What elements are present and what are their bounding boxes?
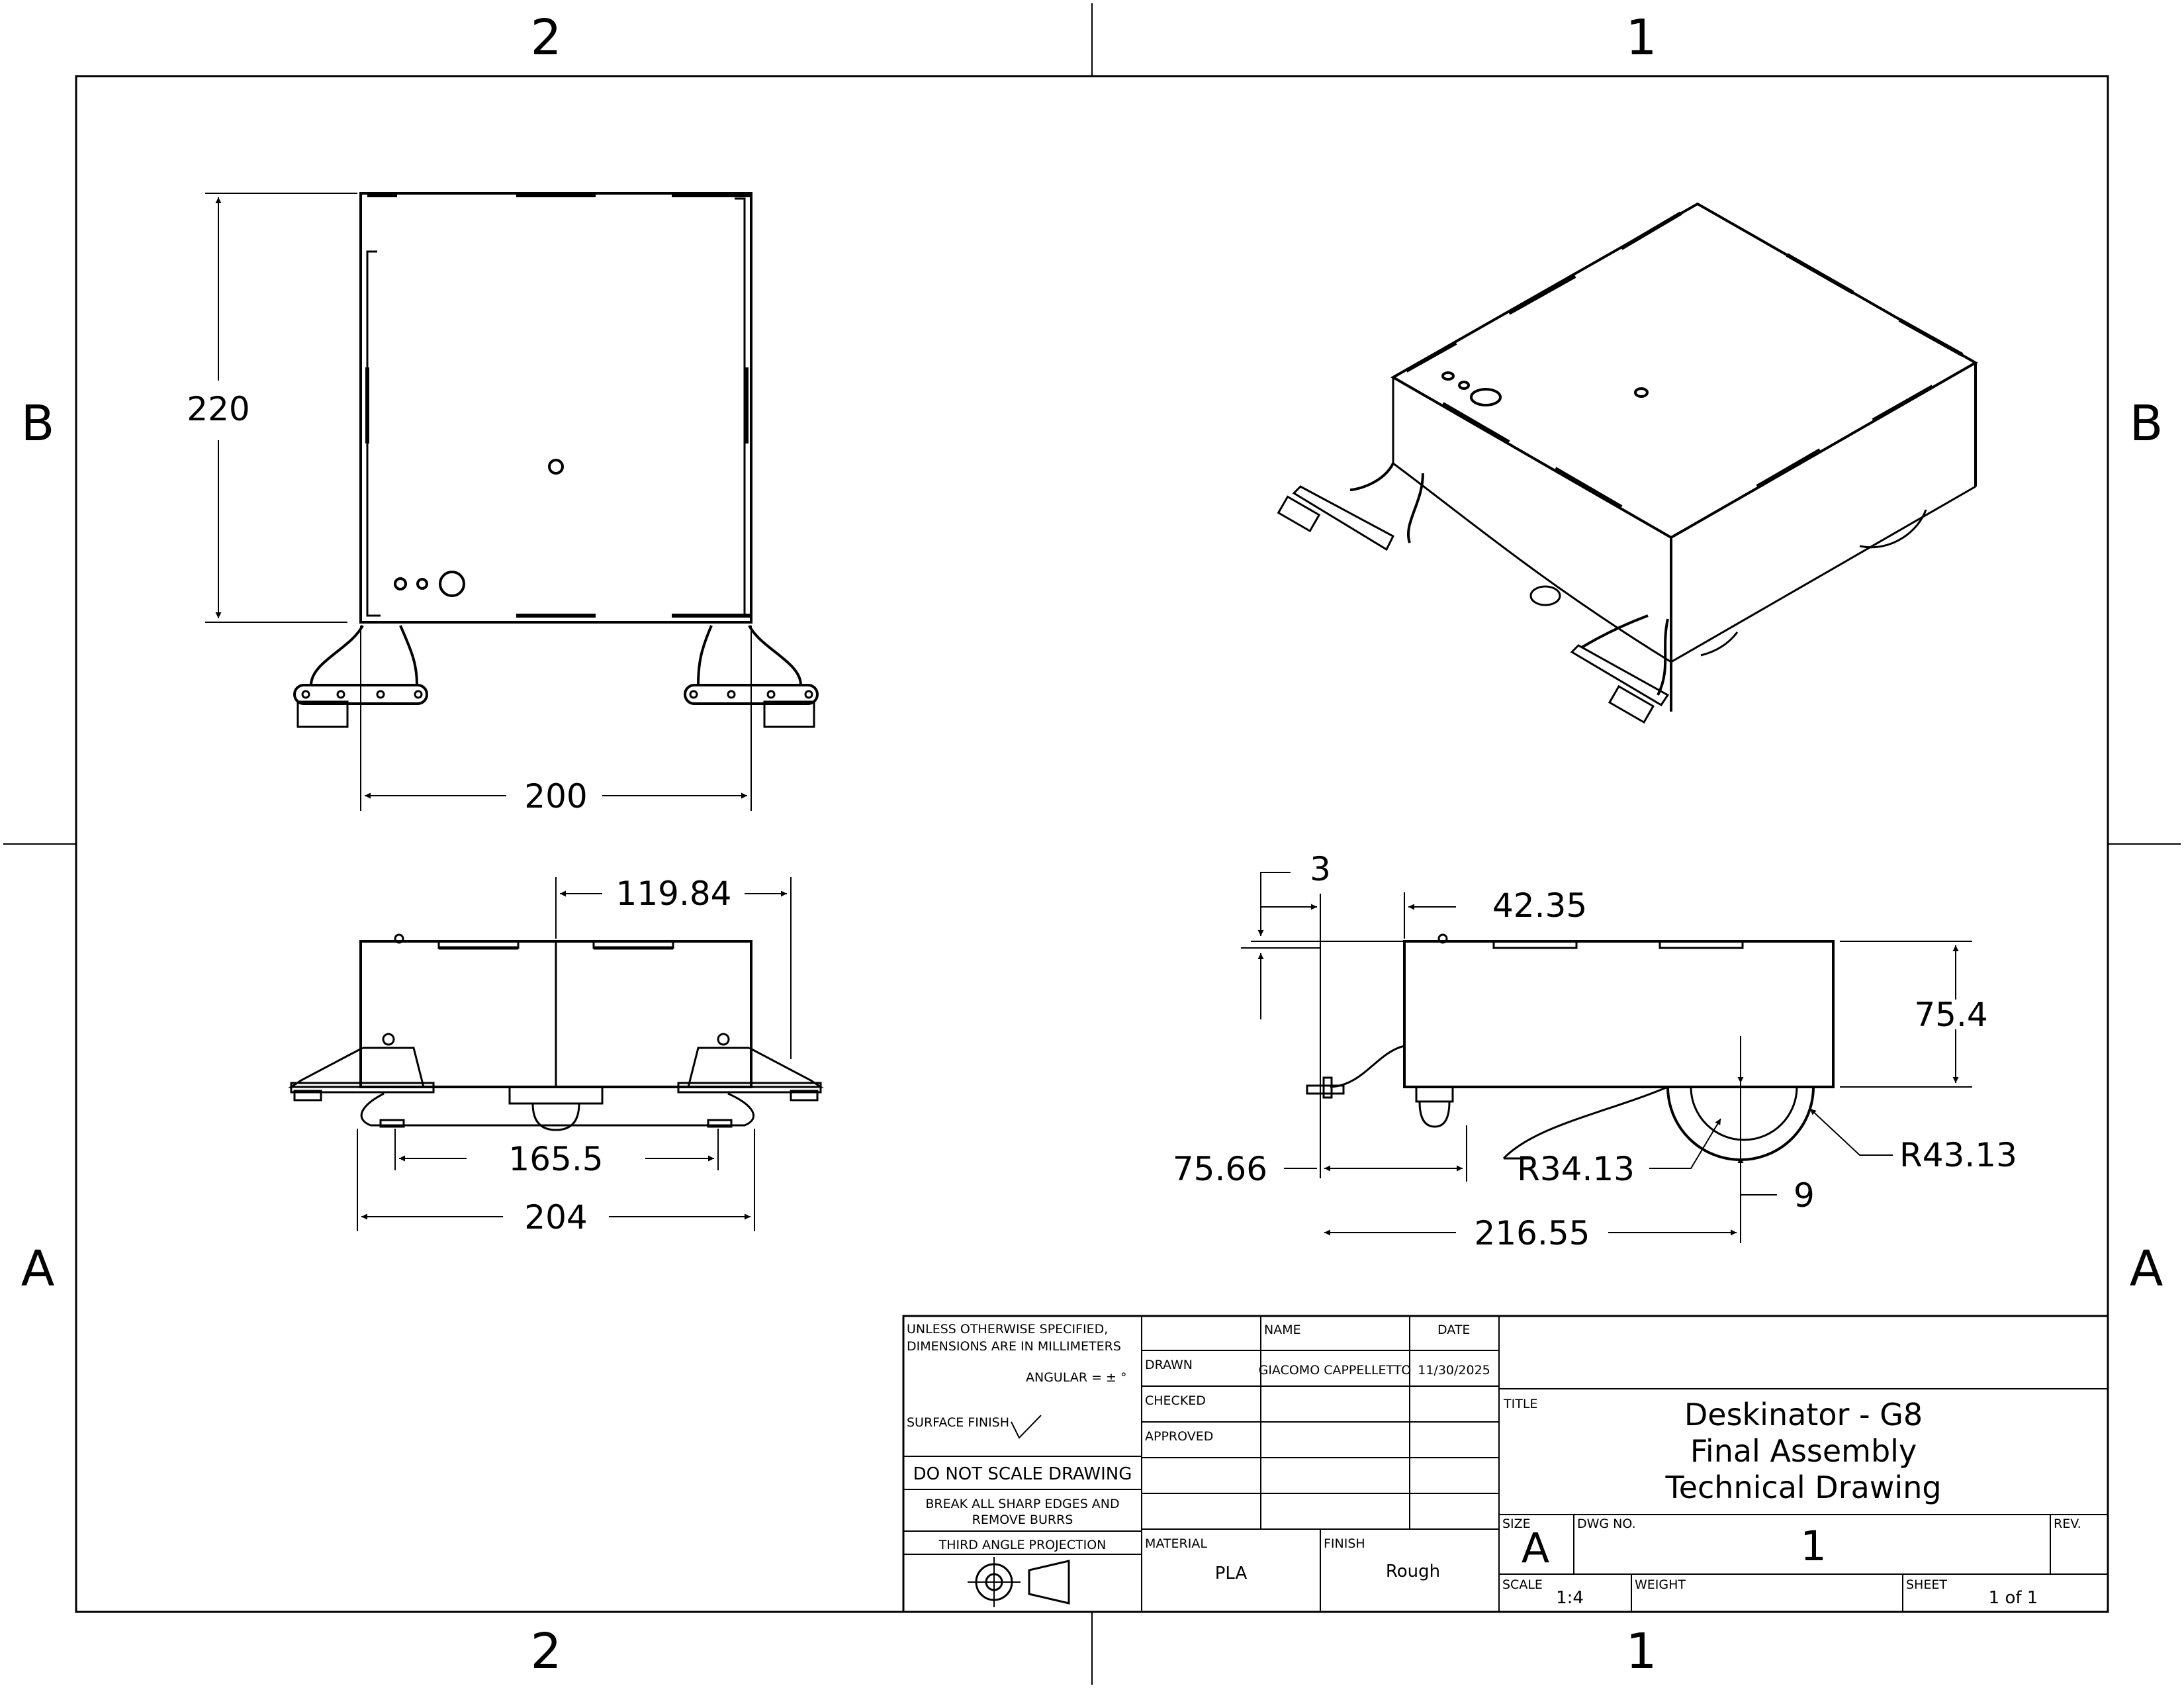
size-label: SIZE bbox=[1502, 1517, 1531, 1531]
weight-label: WEIGHT bbox=[1635, 1577, 1686, 1592]
third-angle-projection-icon bbox=[968, 1557, 1070, 1607]
rev-label: REV. bbox=[2054, 1517, 2081, 1531]
scale-label: SCALE bbox=[1502, 1577, 1543, 1592]
zone-left-lower: A bbox=[21, 1241, 55, 1297]
drawn-name: GIACOMO CAPPELLETTO bbox=[1259, 1363, 1412, 1378]
tolerance-note-2: DIMENSIONS ARE IN MILLIMETERS bbox=[907, 1339, 1121, 1354]
front-view bbox=[288, 933, 824, 1131]
tolerance-note-1: UNLESS OTHERWISE SPECIFIED, bbox=[907, 1322, 1108, 1336]
dim-side-wheel: 9 bbox=[1794, 1176, 1815, 1215]
checked-label: CHECKED bbox=[1145, 1393, 1206, 1408]
dim-top-width: 200 bbox=[524, 777, 587, 816]
zone-right-upper: B bbox=[2130, 395, 2163, 452]
dwg-value: 1 bbox=[1800, 1522, 1826, 1570]
side-view bbox=[1306, 933, 1835, 1161]
zone-top-left: 2 bbox=[530, 9, 561, 66]
top-view bbox=[293, 192, 819, 728]
side-view-dimensions bbox=[1241, 872, 1972, 1243]
dim-side-r1: R34.13 bbox=[1517, 1150, 1635, 1188]
dwg-label: DWG NO. bbox=[1577, 1517, 1636, 1531]
break-edges-note-1: BREAK ALL SHARP EDGES AND bbox=[925, 1497, 1119, 1511]
zone-right-lower: A bbox=[2130, 1241, 2163, 1297]
dim-side-length: 216.55 bbox=[1475, 1214, 1590, 1252]
name-header: NAME bbox=[1264, 1323, 1301, 1337]
finish-label: FINISH bbox=[1324, 1536, 1365, 1551]
title-line-1: Deskinator - G8 bbox=[1684, 1397, 1923, 1432]
drawn-label: DRAWN bbox=[1145, 1358, 1193, 1372]
zone-top-right: 1 bbox=[1625, 9, 1657, 66]
angular-tolerance: ANGULAR = ± ° bbox=[1026, 1370, 1127, 1385]
sheet-value: 1 of 1 bbox=[1989, 1588, 2038, 1608]
sheet-label: SHEET bbox=[1906, 1577, 1947, 1592]
sheet-border bbox=[3, 3, 2181, 1685]
zone-labels: 2 1 2 1 B A B A bbox=[21, 9, 2163, 1680]
dim-side-height: 75.4 bbox=[1914, 996, 1987, 1034]
dim-side-offset: 42.35 bbox=[1492, 886, 1587, 925]
do-not-scale-note: DO NOT SCALE DRAWING bbox=[913, 1464, 1132, 1484]
title-line-2: Final Assembly bbox=[1690, 1433, 1917, 1469]
dim-front-offset: 119.84 bbox=[616, 874, 732, 913]
top-view-dimensions bbox=[205, 193, 752, 811]
drawn-date: 11/30/2025 bbox=[1418, 1363, 1490, 1378]
finish-value: Rough bbox=[1386, 1562, 1440, 1581]
dim-front-inner: 165.5 bbox=[508, 1140, 603, 1178]
material-value: PLA bbox=[1215, 1564, 1248, 1583]
projection-label: THIRD ANGLE PROJECTION bbox=[938, 1538, 1107, 1552]
dim-front-outer: 204 bbox=[524, 1198, 587, 1237]
scale-value: 1:4 bbox=[1556, 1588, 1584, 1608]
zone-left-upper: B bbox=[21, 395, 55, 452]
zone-bottom-right: 1 bbox=[1625, 1623, 1657, 1680]
date-header: DATE bbox=[1437, 1323, 1470, 1337]
dim-side-left: 75.66 bbox=[1173, 1150, 1267, 1188]
size-value: A bbox=[1522, 1524, 1549, 1572]
title-block bbox=[902, 1315, 2109, 1613]
surface-finish-label: SURFACE FINISH bbox=[907, 1415, 1009, 1430]
break-edges-note-2: REMOVE BURRS bbox=[972, 1513, 1073, 1527]
dim-top-height: 220 bbox=[187, 390, 250, 428]
isometric-view bbox=[1277, 202, 1979, 724]
dim-side-thickness: 3 bbox=[1310, 850, 1331, 888]
front-view-dimensions bbox=[357, 877, 792, 1231]
dim-side-r2: R43.13 bbox=[1899, 1136, 2017, 1174]
material-label: MATERIAL bbox=[1145, 1536, 1207, 1551]
title-line-3: Technical Drawing bbox=[1664, 1470, 1941, 1505]
approved-label: APPROVED bbox=[1145, 1429, 1213, 1444]
title-label: TITLE bbox=[1503, 1397, 1537, 1411]
zone-bottom-left: 2 bbox=[530, 1623, 561, 1680]
